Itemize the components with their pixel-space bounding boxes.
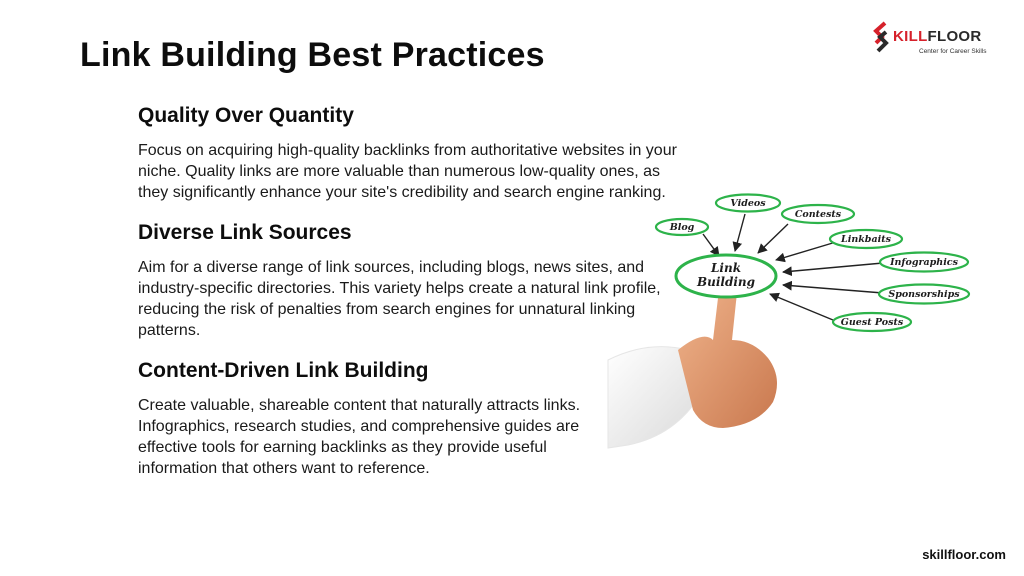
diagram-arrows (702, 213, 884, 321)
page-title: Link Building Best Practices (80, 36, 545, 74)
hand-shape (678, 287, 777, 428)
footer-url: skillfloor.com (922, 547, 1006, 562)
logo-wordmark: KILLFLOOR (893, 28, 982, 45)
section-quality: Quality Over Quantity Focus on acquiring… (138, 104, 678, 203)
section-heading: Quality Over Quantity (138, 104, 354, 127)
tag-label: Sponsorships (888, 289, 960, 300)
tag-sponsorships: Sponsorships (877, 283, 971, 305)
section-content-driven: Content-Driven Link Building Create valu… (138, 359, 678, 479)
section-diverse-sources: Diverse Link Sources Aim for a diverse r… (138, 221, 678, 341)
tag-infographics: Infographics (878, 251, 970, 273)
section-heading: Diverse Link Sources (138, 221, 352, 244)
center-node-link-building: Link Building (674, 253, 778, 299)
logo-tagline: Center for Career Skills (919, 48, 987, 55)
tag-label: Linkbaits (840, 234, 892, 245)
section-body: Focus on acquiring high-quality backlink… (138, 142, 677, 201)
tag-blog: Blog (654, 217, 710, 237)
center-line1: Link (710, 261, 741, 275)
skillfloor-logo-icon (873, 21, 889, 53)
logo-wordmark-part1: KILL (893, 28, 928, 45)
tag-label: Blog (669, 222, 695, 233)
logo-wordmark-part2: FLOOR (927, 28, 982, 45)
tag-label: Infographics (889, 257, 959, 268)
tag-label: Videos (730, 198, 766, 209)
center-line2: Building (696, 275, 755, 289)
tag-contests: Contests (780, 203, 856, 225)
link-building-diagram: Link Building Blog Videos Contests Linkb… (607, 193, 971, 449)
tag-guest-posts: Guest Posts (831, 311, 913, 333)
link-building-illustration: Link Building Blog Videos Contests Linkb… (607, 190, 978, 460)
practices-list: Quality Over Quantity Focus on acquiring… (138, 104, 678, 497)
tag-linkbaits: Linkbaits (828, 228, 904, 250)
tag-videos: Videos (714, 193, 782, 213)
tag-label: Guest Posts (841, 317, 904, 328)
section-body: Aim for a diverse range of link sources,… (138, 259, 661, 339)
section-body: Create valuable, shareable content that … (138, 397, 581, 477)
tag-label: Contests (795, 209, 842, 220)
section-heading: Content-Driven Link Building (138, 359, 429, 382)
skillfloor-logo: KILLFLOOR Center for Career Skills (872, 18, 1007, 58)
